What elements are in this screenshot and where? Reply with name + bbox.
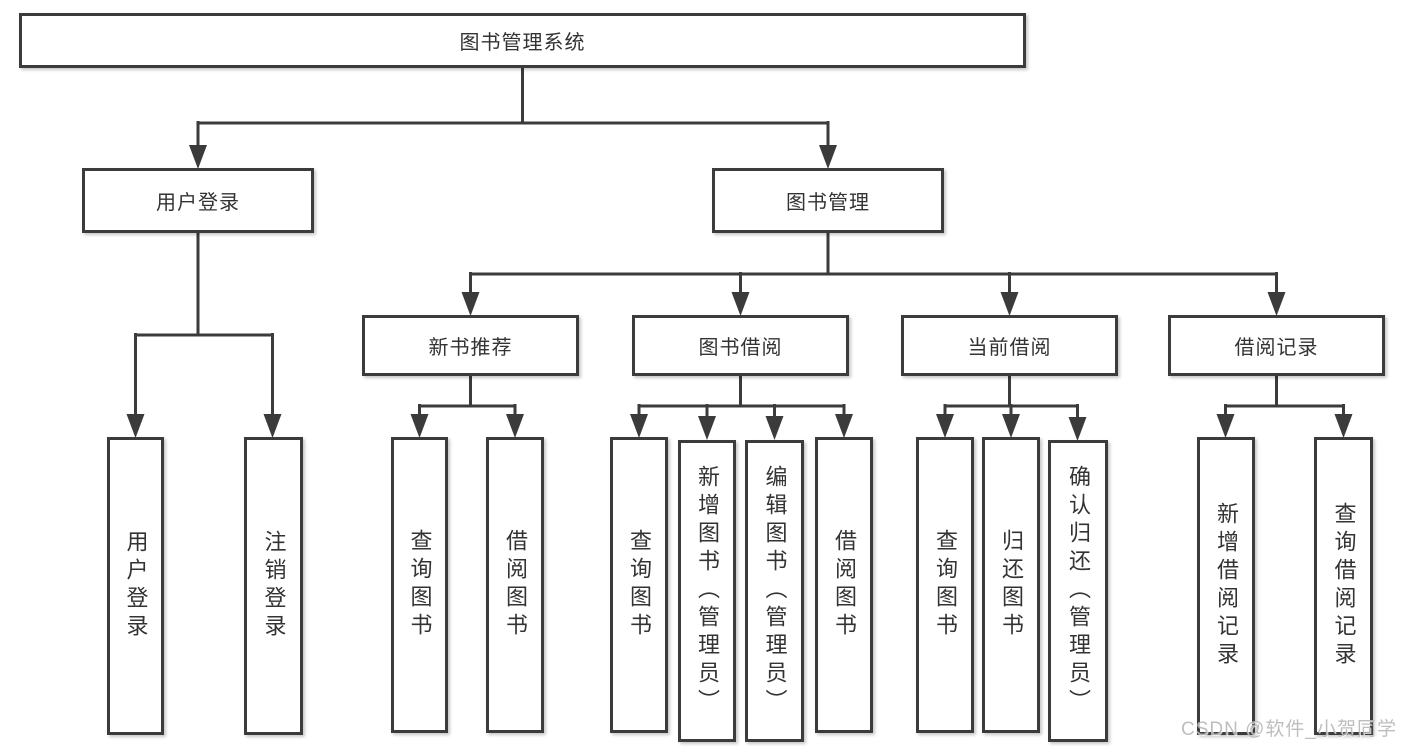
leaf-confirm-return-admin: 确认归还（管理员） [1048, 440, 1108, 742]
node-label: 借阅记录 [1234, 337, 1319, 359]
node-label: 查询图书 [627, 529, 652, 641]
node-borrowing-records: 借阅记录 [1168, 315, 1385, 376]
node-label: 新增图书（管理员） [695, 465, 720, 717]
node-label: 图书管理系统 [459, 32, 586, 54]
node-label: 新书推荐 [428, 337, 513, 359]
node-label: 新增借阅记录 [1214, 502, 1239, 670]
node-label: 借阅图书 [832, 529, 857, 641]
leaf-query-books-borrowing: 查询图书 [610, 437, 668, 733]
leaf-logout-login: 注销登录 [244, 437, 303, 735]
node-label: 借阅图书 [503, 529, 528, 641]
node-label: 归还图书 [999, 529, 1024, 641]
leaf-add-books-admin: 新增图书（管理员） [678, 440, 736, 742]
node-label: 用户登录 [156, 192, 240, 214]
leaf-query-books-recommend: 查询图书 [391, 437, 448, 733]
node-label: 图书借阅 [698, 337, 783, 359]
leaf-return-books: 归还图书 [982, 437, 1040, 733]
node-book-management: 图书管理 [712, 168, 944, 233]
node-label: 查询借阅记录 [1331, 502, 1357, 670]
leaf-query-borrow-record: 查询借阅记录 [1314, 437, 1373, 735]
node-label: 用户登录 [123, 530, 149, 642]
node-user-login: 用户登录 [82, 168, 314, 233]
node-label: 图书管理 [786, 192, 870, 214]
node-label: 注销登录 [261, 530, 287, 642]
leaf-borrow-books-recommend: 借阅图书 [486, 437, 544, 733]
leaf-add-borrow-record: 新增借阅记录 [1197, 437, 1255, 735]
node-current-borrowing: 当前借阅 [901, 315, 1118, 376]
node-label: 确认归还（管理员） [1066, 465, 1091, 717]
node-label: 当前借阅 [967, 337, 1052, 359]
node-label: 编辑图书（管理员） [762, 465, 788, 717]
node-book-borrowing: 图书借阅 [632, 315, 849, 376]
node-library-management-system: 图书管理系统 [19, 13, 1026, 68]
leaf-borrow-books-borrowing: 借阅图书 [815, 437, 873, 733]
node-new-book-recommendation: 新书推荐 [362, 315, 579, 376]
leaf-query-books-current: 查询图书 [916, 437, 974, 733]
node-label: 查询图书 [407, 529, 433, 641]
node-label: 查询图书 [933, 529, 958, 641]
leaf-edit-books-admin: 编辑图书（管理员） [745, 440, 804, 742]
leaf-user-login: 用户登录 [107, 437, 164, 735]
